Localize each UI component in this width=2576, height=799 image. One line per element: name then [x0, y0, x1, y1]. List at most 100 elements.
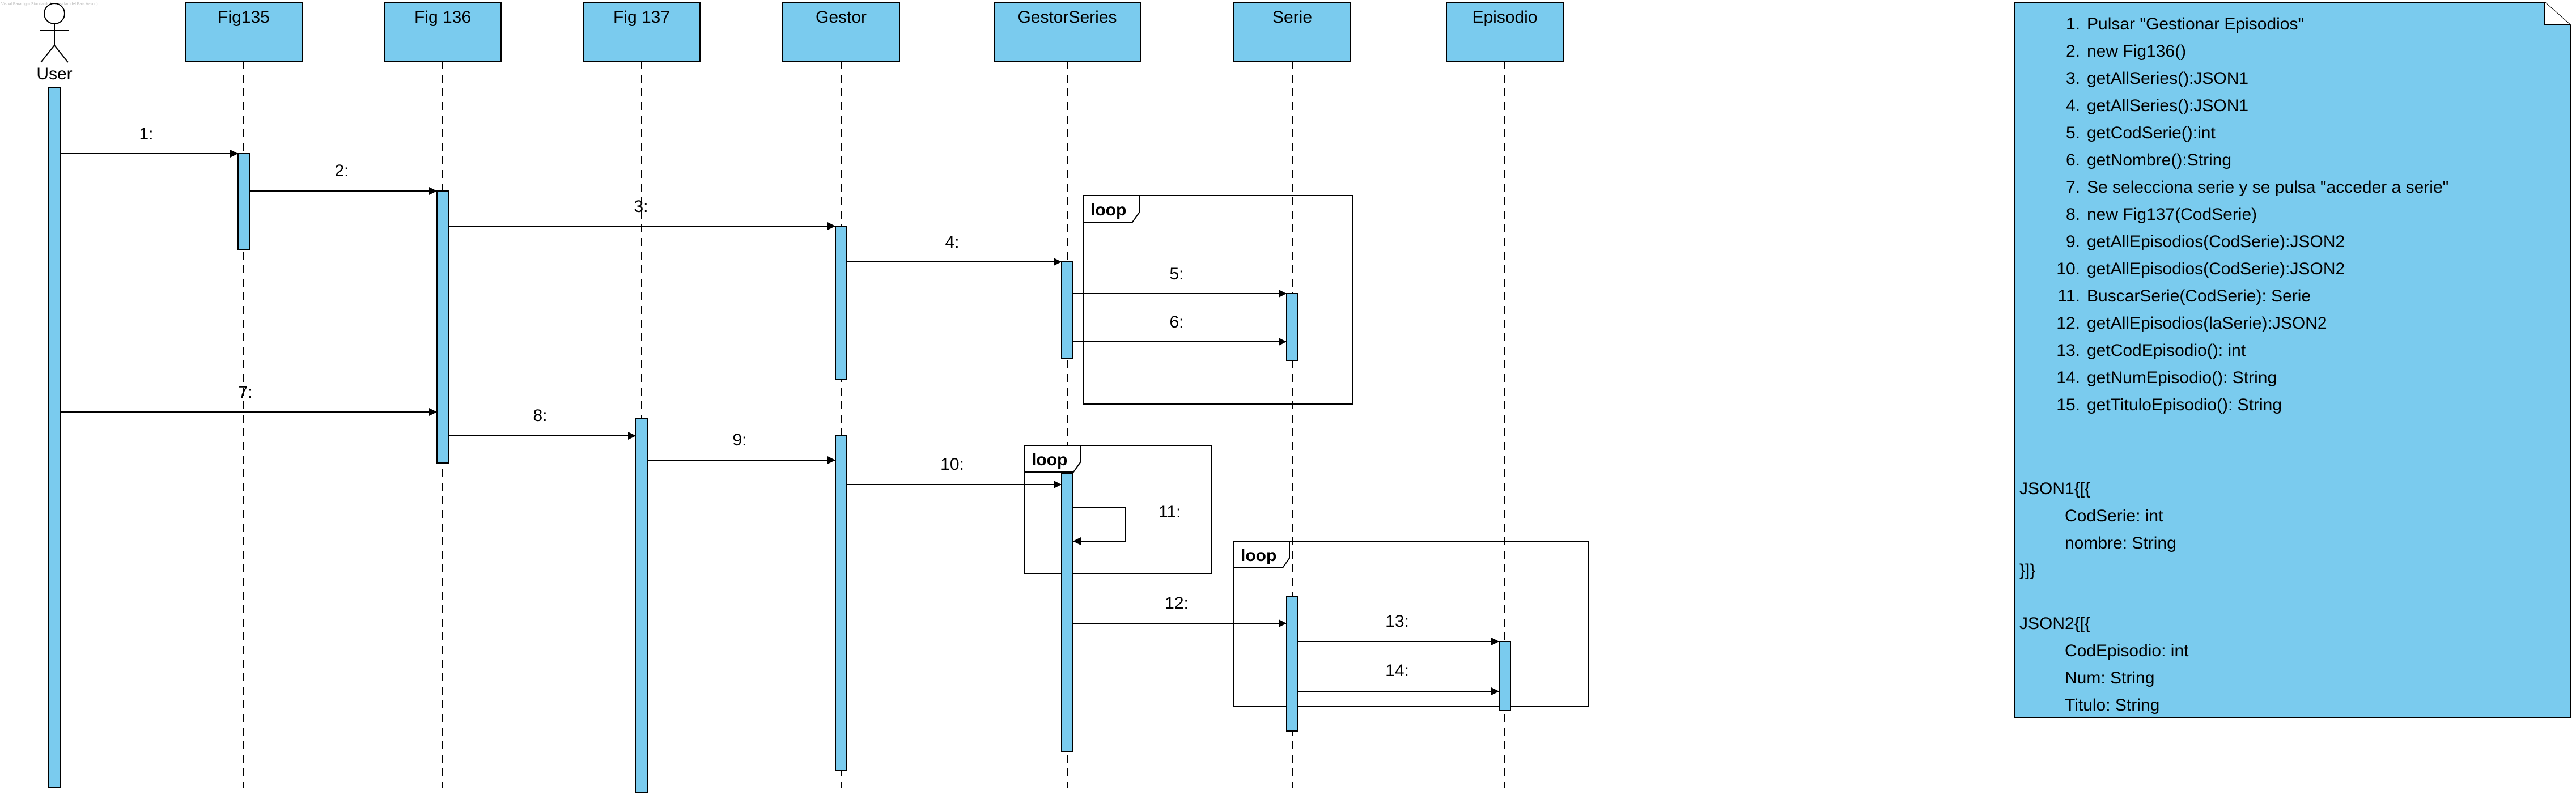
- note-step-number: 8.: [2066, 205, 2080, 224]
- note-step-text: getAllEpisodios(CodSerie):JSON2: [2087, 260, 2345, 278]
- note-step-text: new Fig137(CodSerie): [2087, 205, 2257, 224]
- activation-bar: [835, 226, 847, 380]
- message-label: 14:: [1385, 661, 1409, 680]
- message-5[interactable]: 5:: [1073, 265, 1287, 298]
- lifeline-header: [185, 2, 303, 62]
- message-11-self[interactable]: 11:: [1073, 503, 1181, 545]
- note-step-text: getAllEpisodios(CodSerie):JSON2: [2087, 232, 2345, 251]
- note-step-number: 6.: [2066, 151, 2080, 169]
- message-label: 10:: [940, 455, 964, 474]
- fragment-tab: [1024, 445, 1081, 473]
- activation-bar: [1061, 473, 1073, 752]
- activation-bar: [1286, 293, 1298, 361]
- note-step-text: getAllSeries():JSON1: [2087, 96, 2248, 115]
- message-label: 7:: [238, 383, 252, 402]
- note-step-text: Pulsar "Gestionar Episodios": [2087, 15, 2304, 33]
- note-step-number: 4.: [2066, 96, 2080, 115]
- note-step-number: 9.: [2066, 232, 2080, 251]
- note-json-line: }]}: [2019, 561, 2035, 580]
- lifeline-header: [1233, 2, 1351, 62]
- lifeline-label: Fig135: [218, 8, 270, 27]
- message-6[interactable]: 6:: [1073, 313, 1287, 346]
- lifeline-label: Fig 137: [613, 8, 670, 27]
- message-label: 2:: [334, 162, 349, 180]
- note-step-text: new Fig136(): [2087, 42, 2186, 61]
- note-step-text: getTituloEpisodio(): String: [2087, 396, 2282, 414]
- lifeline-header: [583, 2, 701, 62]
- note-step-number: 3.: [2066, 69, 2080, 88]
- lifeline-label: Fig 136: [414, 8, 471, 27]
- note-step-text: getCodEpisodio(): int: [2087, 341, 2246, 360]
- note-step-text: Se selecciona serie y se pulsa "acceder …: [2087, 178, 2448, 197]
- message-label: 4:: [945, 233, 959, 252]
- note-json-line: CodSerie: int: [2065, 507, 2163, 525]
- lifeline-header: [384, 2, 502, 62]
- loop-fragment[interactable]: loop: [1024, 445, 1212, 574]
- message-label: 8:: [533, 406, 547, 425]
- message-label: 11:: [1158, 503, 1181, 521]
- lifeline-episodio[interactable]: Episodio: [1446, 2, 1564, 788]
- lifeline-fig135[interactable]: Fig135: [185, 2, 303, 788]
- fragment-label: loop: [1090, 201, 1126, 219]
- message-label: 3:: [634, 197, 648, 216]
- lifeline-label: Serie: [1272, 8, 1312, 27]
- message-7[interactable]: 7:: [60, 383, 437, 416]
- lifeline-header: [994, 2, 1141, 62]
- activation-bar: [237, 153, 250, 250]
- fragment-tab: [1083, 195, 1140, 223]
- note-json-line: JSON1{[{: [2019, 479, 2090, 498]
- message-13[interactable]: 13:: [1298, 612, 1499, 645]
- activation-bar: [1499, 641, 1511, 711]
- message-9[interactable]: 9:: [647, 431, 835, 464]
- note-step-number: 2.: [2066, 42, 2080, 61]
- note-step-number: 1.: [2066, 15, 2080, 33]
- fragment-tab: [1233, 541, 1290, 568]
- activation-bar: [1061, 261, 1073, 359]
- message-1[interactable]: 1:: [60, 125, 238, 158]
- note-json-line: nombre: String: [2065, 534, 2176, 552]
- message-4[interactable]: 4:: [847, 233, 1062, 266]
- note-step-number: 7.: [2066, 178, 2080, 197]
- note[interactable]: 1. Pulsar "Gestionar Episodios" 2. new Fig1…: [2014, 2, 2571, 718]
- note-json-line: Num: String: [2065, 669, 2154, 687]
- lifeline-header: [1446, 2, 1564, 62]
- lifeline-label: Episodio: [1472, 8, 1537, 27]
- message-8[interactable]: 8:: [448, 406, 636, 440]
- note-step-text: getNombre():String: [2087, 151, 2231, 169]
- fragment-label: loop: [1032, 450, 1067, 469]
- message-10[interactable]: 10:: [847, 455, 1062, 488]
- note-step-number: 13.: [2056, 341, 2080, 360]
- message-label: 12:: [1165, 594, 1189, 613]
- message-label: 1:: [139, 125, 153, 143]
- message-label: 6:: [1169, 313, 1183, 332]
- message-3[interactable]: 3:: [448, 197, 835, 230]
- note-step-number: 12.: [2056, 314, 2080, 333]
- message-14[interactable]: 14:: [1298, 661, 1499, 695]
- actor-user[interactable]: User: [36, 3, 73, 83]
- stick-figure-icon: [40, 3, 69, 63]
- note-step-text: getAllSeries():JSON1: [2087, 69, 2248, 88]
- lifeline-label: GestorSeries: [1017, 8, 1117, 27]
- note-step-text: getAllEpisodios(laSerie):JSON2: [2087, 314, 2327, 333]
- note-step-text: BuscarSerie(CodSerie): Serie: [2087, 287, 2311, 305]
- note-step-number: 15.: [2056, 396, 2080, 414]
- lifeline-gestor[interactable]: Gestor: [782, 2, 900, 788]
- fragment-label: loop: [1241, 546, 1276, 565]
- loop-fragment[interactable]: loop: [1083, 195, 1353, 405]
- note-steps-list: 1. Pulsar "Gestionar Episodios" 2. new Fig1…: [2056, 15, 2448, 414]
- lifeline-header: [782, 2, 900, 62]
- actor-label: User: [36, 65, 72, 83]
- message-2[interactable]: 2:: [249, 162, 437, 195]
- actor-activation-bar: [48, 87, 61, 788]
- note-step-number: 11.: [2058, 287, 2080, 305]
- lifeline-fig136[interactable]: Fig 136: [384, 2, 502, 788]
- message-label: 5:: [1169, 265, 1183, 283]
- note-json-line: JSON2{[{: [2019, 614, 2090, 633]
- message-12[interactable]: 12:: [1073, 594, 1287, 627]
- message-label: 9:: [732, 431, 746, 449]
- note-json-block: JSON1{[{ CodSerie: int nombre: String}]} JS…: [2019, 479, 2189, 715]
- note-fold-corner: [2544, 2, 2570, 26]
- note-step-text: getNumEpisodio(): String: [2087, 368, 2277, 387]
- note-step-number: 10.: [2056, 260, 2080, 278]
